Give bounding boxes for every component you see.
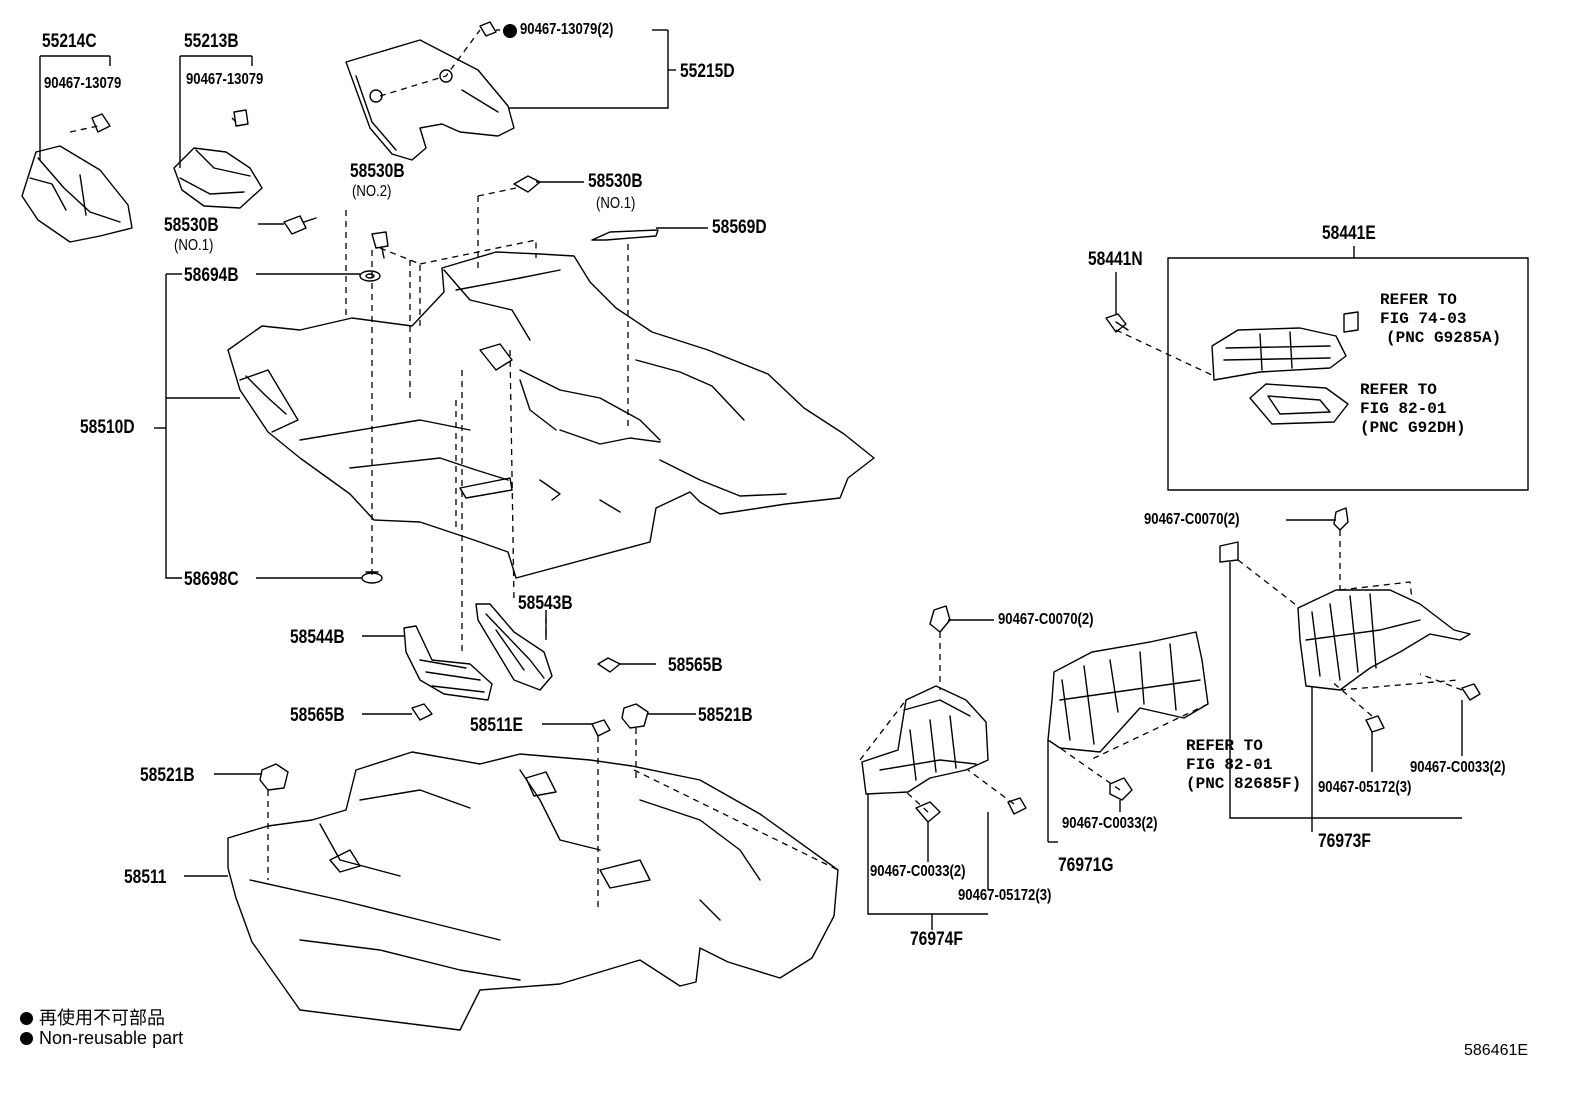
cover-55214c bbox=[21, 113, 133, 243]
label-55215d: 55215D bbox=[680, 61, 735, 82]
legend-en: Non-reusable part bbox=[20, 1028, 183, 1049]
label-58694b: 58694B bbox=[184, 265, 239, 286]
refer-line: REFER TO bbox=[1360, 381, 1437, 399]
carpet-58510d bbox=[227, 251, 875, 579]
carpet-58511 bbox=[227, 751, 839, 1031]
clip-58521b-left bbox=[259, 763, 289, 791]
lamp-lens bbox=[1211, 311, 1359, 381]
screw-58441n bbox=[1105, 313, 1129, 333]
cover-55213b bbox=[173, 109, 263, 209]
refer-line: FIG 74-03 bbox=[1380, 310, 1467, 328]
label-76973f: 76973F bbox=[1318, 831, 1371, 852]
label-58441e: 58441E bbox=[1322, 223, 1376, 244]
screw-58530b-left bbox=[283, 215, 317, 235]
label-90467-13079-2: 90467-13079(2) bbox=[520, 21, 614, 38]
refer-line: (PNC G9285A) bbox=[1386, 329, 1502, 347]
cover-55215d bbox=[345, 21, 515, 161]
trim-76973f bbox=[1219, 507, 1481, 733]
label-58565b-left: 58565B bbox=[290, 705, 345, 726]
refer-line: (PNC G92DH) bbox=[1360, 419, 1466, 437]
label-76974f: 76974F bbox=[910, 929, 963, 950]
label-90467-05172-3-right: 90467-05172(3) bbox=[1318, 779, 1412, 796]
screw-58530b-no1 bbox=[513, 175, 541, 193]
label-90467-05172-3-left: 90467-05172(3) bbox=[958, 887, 1052, 904]
bracket-58544b bbox=[403, 625, 493, 701]
label-58530b-no1-left: 58530B bbox=[164, 215, 219, 236]
label-58511e: 58511E bbox=[470, 715, 523, 736]
label-90467-c0033-2-right: 90467-C0033(2) bbox=[1410, 759, 1506, 776]
clip-58511e bbox=[591, 719, 611, 737]
grommet-58694b bbox=[359, 270, 381, 282]
label-no1-top: (NO.1) bbox=[596, 195, 636, 212]
nonreusable-dot bbox=[503, 24, 517, 38]
label-76971g: 76971G bbox=[1058, 855, 1114, 876]
screw-58530b-no2 bbox=[371, 231, 389, 259]
label-58521b-left: 58521B bbox=[140, 765, 195, 786]
box-58441e bbox=[1167, 257, 1529, 491]
legend-jp-text: 再使用不可部品 bbox=[39, 1008, 165, 1028]
figure-code: 586461E bbox=[1464, 1042, 1529, 1059]
label-90467-c0070-2-right: 90467-C0070(2) bbox=[1144, 511, 1240, 528]
refer-block-2: REFER TO FIG 82-01 (PNC G92DH) bbox=[1360, 382, 1466, 436]
label-58530b-no2: 58530B bbox=[350, 161, 405, 182]
trim-76971g bbox=[1047, 631, 1209, 801]
label-90467-c0033-2-mid: 90467-C0033(2) bbox=[1062, 815, 1158, 832]
label-58511: 58511 bbox=[124, 867, 167, 888]
label-90467-c0033-2-left: 90467-C0033(2) bbox=[870, 863, 966, 880]
label-90467-c0070-2-mid: 90467-C0070(2) bbox=[998, 611, 1094, 628]
clip-58521b-right bbox=[621, 703, 649, 729]
label-58530b-no1-top: 58530B bbox=[588, 171, 643, 192]
label-55214c: 55214C bbox=[42, 31, 97, 52]
label-58510d: 58510D bbox=[80, 417, 135, 438]
refer-line: (PNC 82685F) bbox=[1186, 775, 1302, 793]
label-58521b-right: 58521B bbox=[698, 705, 753, 726]
label-no2: (NO.2) bbox=[352, 183, 392, 200]
clip-58565b-left bbox=[411, 703, 433, 721]
refer-line: FIG 82-01 bbox=[1360, 400, 1447, 418]
label-55213b-sub: 90467-13079 bbox=[186, 71, 264, 88]
clip-58565b-right bbox=[597, 657, 621, 673]
label-no1-left: (NO.1) bbox=[174, 237, 214, 254]
label-58441n: 58441N bbox=[1088, 249, 1143, 270]
trim-76974f bbox=[861, 605, 1027, 823]
label-55214c-sub: 90467-13079 bbox=[44, 75, 122, 92]
refer-line: FIG 82-01 bbox=[1186, 756, 1273, 774]
legend-en-text: Non-reusable part bbox=[39, 1028, 184, 1048]
label-58698c: 58698C bbox=[184, 569, 239, 590]
bracket-58543b bbox=[475, 603, 553, 691]
label-55213b: 55213B bbox=[184, 31, 239, 52]
bullet-dot-icon bbox=[20, 1032, 33, 1045]
refer-block-3: REFER TO FIG 82-01 (PNC 82685F) bbox=[1186, 738, 1301, 792]
legend-jp: 再使用不可部品 bbox=[20, 1004, 165, 1030]
lamp-bezel bbox=[1249, 383, 1349, 425]
label-58565b-right: 58565B bbox=[668, 655, 723, 676]
label-58544b: 58544B bbox=[290, 627, 345, 648]
strip-58569d bbox=[591, 229, 659, 241]
refer-line: REFER TO bbox=[1380, 291, 1457, 309]
bullet-dot-icon bbox=[20, 1012, 33, 1025]
label-58543b: 58543B bbox=[518, 593, 573, 614]
refer-line: REFER TO bbox=[1186, 737, 1263, 755]
label-58569d: 58569D bbox=[712, 217, 767, 238]
refer-block-1: REFER TO FIG 74-03 (PNC G9285A) bbox=[1380, 292, 1501, 346]
